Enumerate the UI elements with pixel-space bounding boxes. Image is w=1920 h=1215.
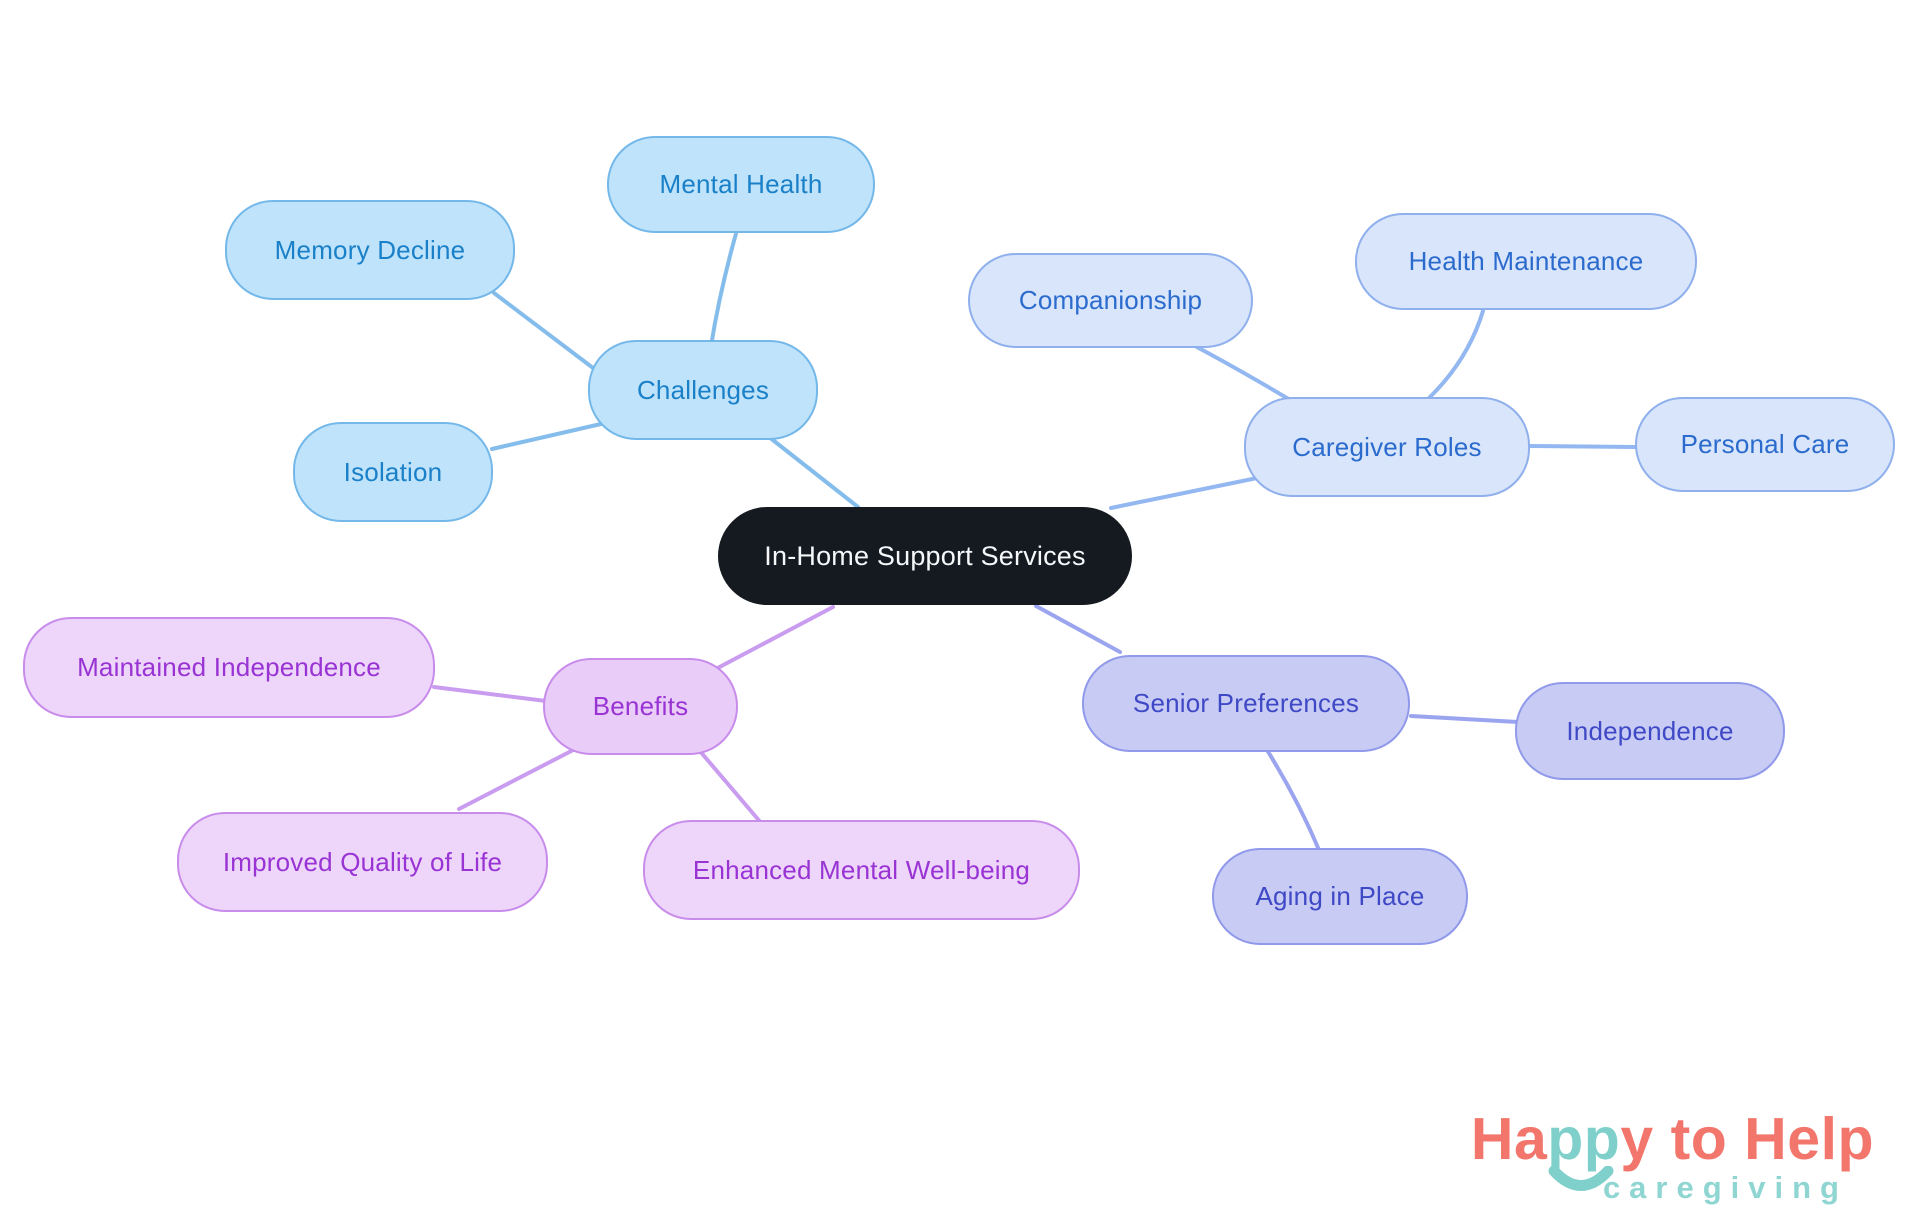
node-caregiver-roles[interactable]: Caregiver Roles: [1244, 397, 1530, 497]
brand-logo-text-start: Ha: [1470, 1106, 1548, 1172]
node-center-label: In-Home Support Services: [764, 540, 1086, 571]
node-center[interactable]: In-Home Support Services: [718, 507, 1132, 605]
node-isolation[interactable]: Isolation: [293, 422, 493, 522]
node-benefits[interactable]: Benefits: [543, 658, 738, 755]
edge-companionship-caregiver-roles: [1193, 344, 1294, 403]
node-personal-care-label: Personal Care: [1680, 429, 1850, 459]
edge-memory-decline-challenges: [492, 291, 603, 376]
edge-senior-preferences-aging-in-place: [1265, 748, 1321, 852]
node-personal-care[interactable]: Personal Care: [1635, 397, 1895, 492]
edge-caregiver-roles-personal-care: [1529, 444, 1639, 449]
edge-maintained-independence-benefits: [432, 685, 548, 703]
node-health-maintenance[interactable]: Health Maintenance: [1355, 213, 1697, 310]
brand-logo-text-end: y to Help: [1620, 1106, 1874, 1172]
edge-senior-preferences-independence: [1409, 714, 1520, 724]
edge-center-caregiver-roles: [1109, 475, 1264, 510]
edge-mental-health-challenges: [709, 228, 739, 348]
edge-challenges-center: [767, 435, 860, 509]
edge-isolation-challenges: [490, 419, 616, 451]
edge-benefits-enhanced-wellbeing: [697, 748, 764, 826]
node-caregiver-roles-label: Caregiver Roles: [1292, 431, 1482, 462]
node-maintained-independence[interactable]: Maintained Independence: [23, 617, 435, 718]
node-independence[interactable]: Independence: [1515, 682, 1785, 780]
node-maintained-independence-label: Maintained Independence: [77, 652, 381, 682]
node-memory-decline[interactable]: Memory Decline: [225, 200, 515, 300]
node-mental-health-label: Mental Health: [659, 169, 823, 199]
node-challenges-label: Challenges: [636, 374, 770, 405]
smile-icon: [1548, 1166, 1614, 1191]
node-improved-quality-of-life-label: Improved Quality of Life: [222, 846, 503, 877]
node-challenges[interactable]: Challenges: [588, 340, 818, 440]
node-benefits-label: Benefits: [592, 691, 689, 721]
node-improved-quality-of-life[interactable]: Improved Quality of Life: [177, 812, 548, 912]
node-independence-label: Independence: [1566, 715, 1734, 746]
node-companionship-label: Companionship: [1018, 285, 1203, 315]
brand-logo-tagline: caregiving: [1602, 1170, 1848, 1205]
node-aging-in-place-label: Aging in Place: [1255, 881, 1425, 911]
node-senior-preferences-label: Senior Preferences: [1132, 688, 1360, 718]
node-mental-health[interactable]: Mental Health: [607, 136, 875, 233]
node-enhanced-mental-wellbeing-label: Enhanced Mental Well-being: [692, 854, 1031, 885]
edge-center-benefits: [710, 605, 835, 673]
brand-logo-text-mid: pp: [1547, 1110, 1620, 1191]
node-aging-in-place[interactable]: Aging in Place: [1212, 848, 1468, 945]
node-isolation-label: Isolation: [343, 456, 443, 487]
edge-improved-quality-benefits: [457, 745, 581, 811]
edge-center-senior-preferences: [1034, 604, 1122, 654]
node-health-maintenance-label: Health Maintenance: [1408, 246, 1644, 276]
node-memory-decline-label: Memory Decline: [274, 234, 466, 265]
edge-health-maintenance-caregiver-roles: [1427, 309, 1485, 400]
node-senior-preferences[interactable]: Senior Preferences: [1082, 655, 1410, 752]
node-enhanced-mental-wellbeing[interactable]: Enhanced Mental Well-being: [643, 820, 1080, 920]
node-companionship[interactable]: Companionship: [968, 253, 1253, 348]
